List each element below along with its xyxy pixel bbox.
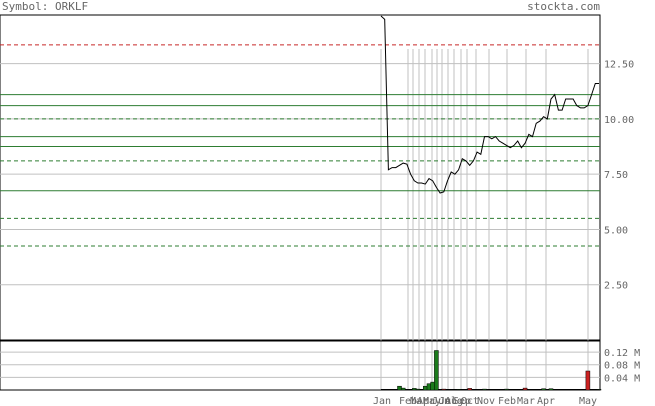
price-tick-label: 5.00 bbox=[604, 225, 628, 236]
x-tick-label: Nov bbox=[477, 396, 495, 406]
symbol-label: Symbol: ORKLF bbox=[2, 0, 89, 13]
x-tick-label: Mar bbox=[517, 396, 535, 406]
volume-bar bbox=[434, 350, 439, 391]
price-panel: 12.50 10.00 7.50 5.00 2.50 bbox=[0, 14, 634, 390]
volume-panel-frame bbox=[0, 340, 601, 391]
volume-bar bbox=[548, 388, 554, 391]
x-tick-label: Oct bbox=[461, 396, 479, 406]
volume-tick-label: 0.04 M bbox=[604, 373, 640, 384]
price-levels bbox=[0, 44, 600, 247]
x-tick-label: Jun bbox=[432, 396, 450, 406]
volume-tick-label: 0.08 M bbox=[604, 361, 640, 372]
x-tick-label: Apr bbox=[537, 396, 555, 406]
price-line bbox=[380, 15, 599, 194]
price-panel-frame bbox=[0, 14, 601, 341]
volume-bar bbox=[397, 385, 402, 391]
volume-bar bbox=[415, 388, 421, 391]
volume-grid bbox=[0, 351, 600, 378]
volume-bar bbox=[423, 385, 428, 391]
volume-bar bbox=[430, 381, 435, 391]
volume-axis: 0.12 M 0.08 M0.04 M bbox=[604, 348, 640, 384]
volume-tick-label: 0.12 M bbox=[604, 348, 640, 359]
volume-bar bbox=[522, 387, 528, 391]
x-tick-label: Apr bbox=[417, 396, 435, 406]
x-tick-label: Feb bbox=[399, 396, 417, 406]
volume-bar bbox=[467, 388, 472, 391]
volume-bar bbox=[596, 389, 602, 391]
volume-bar bbox=[456, 389, 461, 391]
volume-bar bbox=[482, 388, 487, 391]
x-tick-label: Mar bbox=[410, 396, 428, 406]
volume-bar bbox=[426, 383, 432, 391]
x-tick-label: Jul bbox=[439, 396, 457, 406]
x-tick-label: Aug bbox=[445, 396, 463, 406]
x-tick-label: May bbox=[423, 396, 441, 406]
price-tick-label: 2.50 bbox=[604, 281, 628, 292]
volume-bar bbox=[541, 388, 546, 391]
price-grid bbox=[0, 49, 600, 390]
price-tick-label: 12.50 bbox=[604, 60, 634, 71]
site-brand[interactable]: stockta.com bbox=[527, 0, 600, 13]
price-tick-label: 7.50 bbox=[604, 170, 628, 181]
volume-bar bbox=[504, 388, 509, 391]
x-tick-label: Jan bbox=[373, 396, 391, 406]
x-tick-label: May bbox=[579, 396, 597, 406]
price-tick-label: 10.00 bbox=[604, 115, 634, 126]
price-axis: 12.50 10.00 7.50 5.00 2.50 bbox=[604, 60, 634, 292]
volume-bar bbox=[441, 388, 447, 391]
volume-bars bbox=[381, 350, 602, 391]
volume-bar bbox=[400, 387, 406, 391]
volume-panel: 0.12 M 0.08 M0.04 M bbox=[0, 340, 640, 391]
x-tick-label: Feb bbox=[498, 396, 516, 406]
volume-bar bbox=[585, 370, 591, 391]
x-tick-label: Sep bbox=[453, 396, 471, 406]
